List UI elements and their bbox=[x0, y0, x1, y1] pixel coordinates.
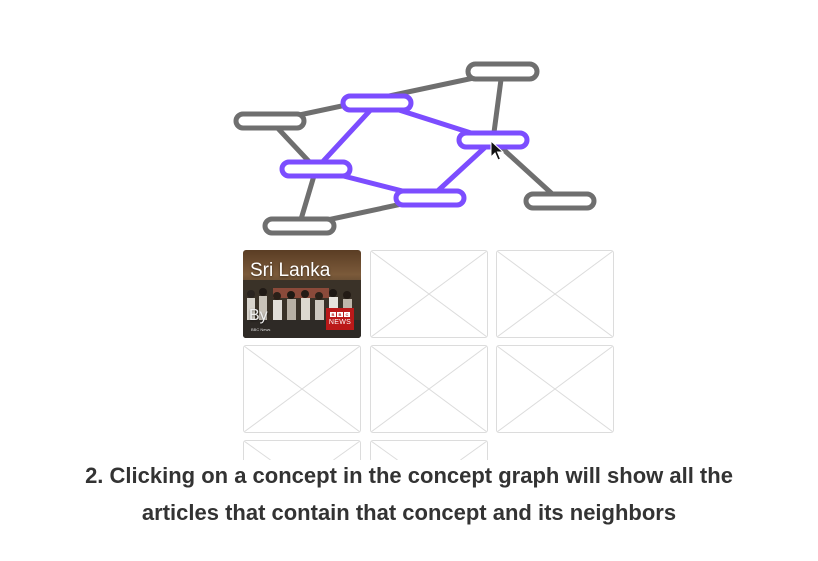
bbc-logo-letter: B bbox=[330, 312, 336, 317]
graph-edge bbox=[490, 137, 563, 204]
image-placeholder-icon bbox=[371, 441, 487, 460]
image-placeholder-icon bbox=[371, 346, 487, 432]
article-placeholder bbox=[370, 345, 488, 433]
article-placeholder bbox=[243, 440, 361, 460]
image-placeholder-icon bbox=[497, 251, 613, 337]
article-placeholder bbox=[496, 250, 614, 338]
concept-node-highlighted[interactable] bbox=[340, 93, 414, 113]
concept-node[interactable] bbox=[523, 191, 597, 211]
graph-edge-highlighted bbox=[427, 137, 496, 201]
article-source-small: BBC News bbox=[251, 327, 271, 332]
concept-node-highlighted[interactable] bbox=[279, 159, 353, 179]
bbc-logo-letter: C bbox=[344, 312, 350, 317]
article-placeholder bbox=[370, 440, 488, 460]
caption-line-2: articles that contain that concept and i… bbox=[141, 500, 677, 525]
image-placeholder-icon bbox=[244, 441, 360, 460]
concept-node-highlighted[interactable] bbox=[393, 188, 467, 208]
article-card[interactable]: Sri Lanka By BBC News B B C NEWS bbox=[243, 250, 361, 338]
caption: 2. Clicking on a concept in the concept … bbox=[0, 457, 818, 531]
article-placeholder bbox=[243, 345, 361, 433]
concept-graph bbox=[233, 61, 597, 236]
image-placeholder-icon bbox=[244, 346, 360, 432]
concept-node[interactable] bbox=[262, 216, 337, 236]
image-placeholder-icon bbox=[497, 346, 613, 432]
article-placeholder bbox=[496, 345, 614, 433]
image-placeholder-icon bbox=[371, 251, 487, 337]
bbc-news-logo: B B C NEWS bbox=[326, 308, 354, 330]
mouse-cursor-icon bbox=[490, 139, 505, 161]
bbc-logo-letter: B bbox=[337, 312, 343, 317]
graph-edge bbox=[490, 69, 505, 143]
article-thumbnail-image bbox=[243, 280, 361, 338]
concept-node[interactable] bbox=[465, 61, 540, 82]
article-placeholder bbox=[370, 250, 488, 338]
article-title: Sri Lanka bbox=[250, 260, 331, 281]
caption-line-1: 2. Clicking on a concept in the concept … bbox=[85, 463, 733, 488]
bbc-logo-news: NEWS bbox=[328, 319, 352, 326]
graph-nodes bbox=[233, 61, 597, 236]
article-byline: By bbox=[249, 307, 268, 324]
graph-edge-highlighted bbox=[313, 100, 380, 172]
concept-node[interactable] bbox=[233, 111, 307, 131]
